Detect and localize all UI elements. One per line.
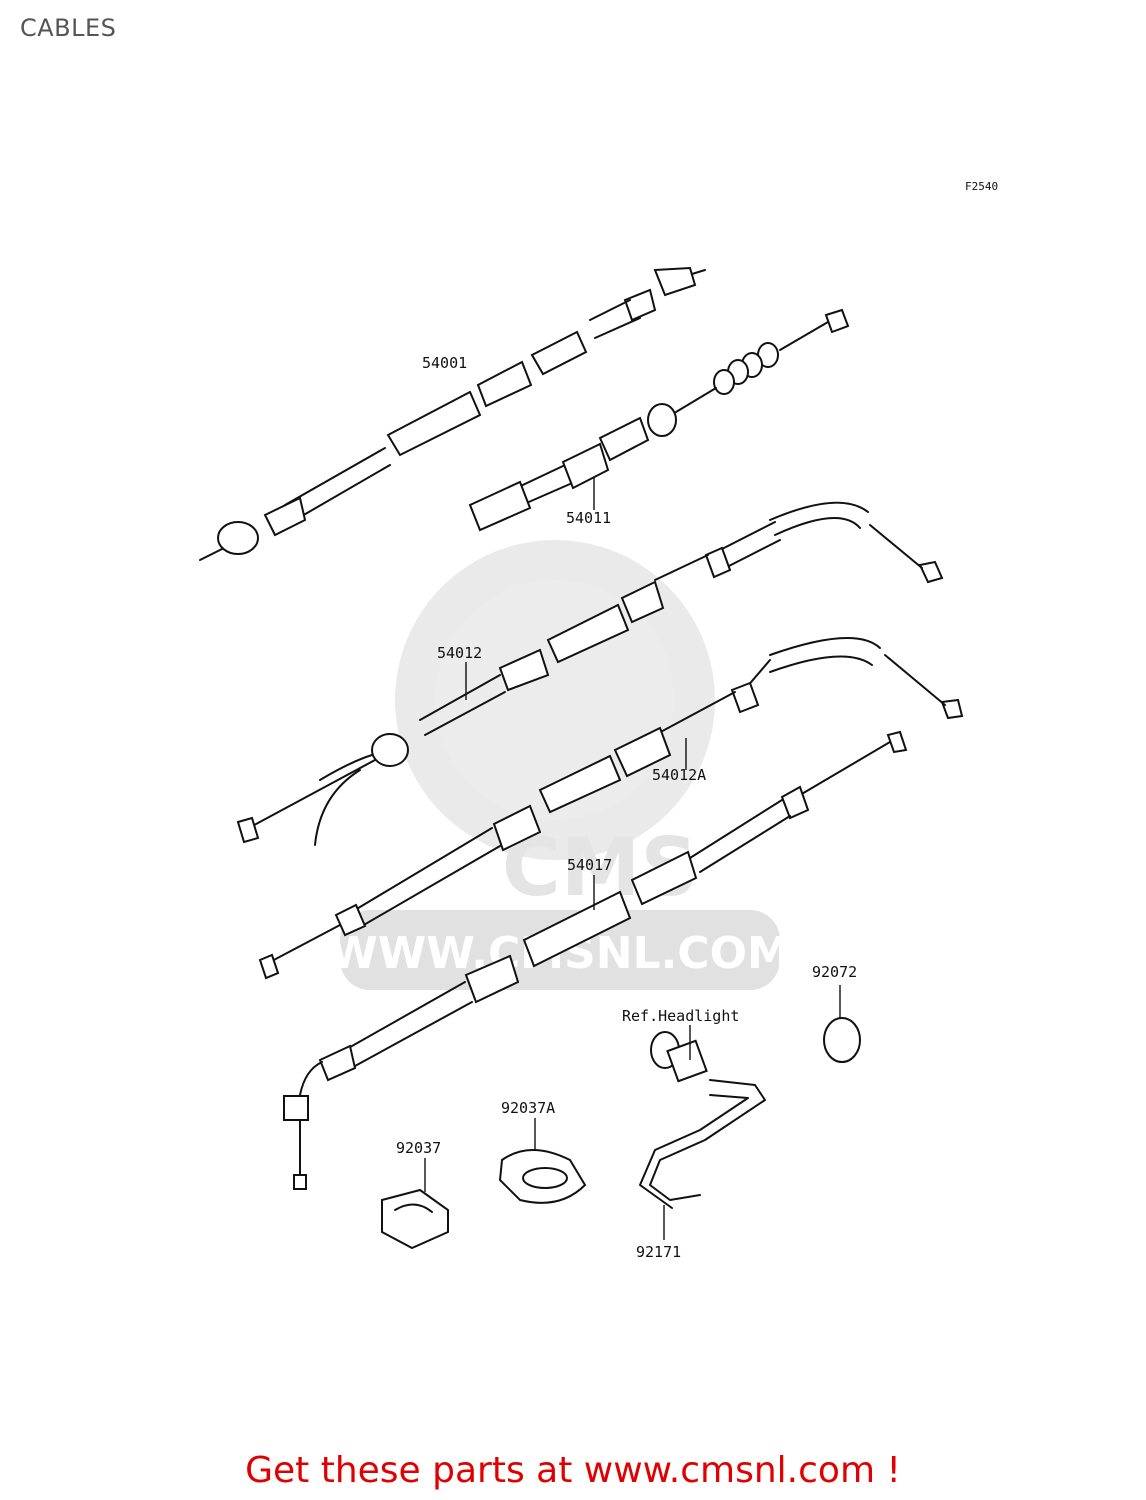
cable-54011	[468, 308, 850, 532]
cta-link[interactable]: Get these parts at www.cmsnl.com !	[245, 1450, 901, 1491]
cable-54017	[283, 730, 908, 1190]
cable-54001	[199, 266, 706, 561]
part-label-92037: 92037	[396, 1139, 441, 1157]
page-title: CABLES	[20, 14, 117, 42]
part-label-54017: 54017	[567, 856, 612, 874]
part-label-54012A: 54012A	[652, 766, 706, 784]
part-label-54012: 54012	[437, 644, 482, 662]
cable-54012A	[258, 637, 964, 980]
part-label-92072: 92072	[812, 963, 857, 981]
part-label-54011: 54011	[566, 509, 611, 527]
clamp-92072	[823, 985, 861, 1063]
bracket-92171	[639, 1025, 766, 1240]
part-label-54001: 54001	[422, 354, 467, 372]
cable-54012	[236, 501, 944, 846]
clamp-92037	[381, 1158, 449, 1250]
figure-code: F2540	[965, 180, 998, 193]
part-label-92171: 92171	[636, 1243, 681, 1261]
grommet-92037A	[498, 1118, 587, 1204]
reference-note: Ref.Headlight	[622, 1007, 739, 1025]
part-label-92037A: 92037A	[501, 1099, 555, 1117]
